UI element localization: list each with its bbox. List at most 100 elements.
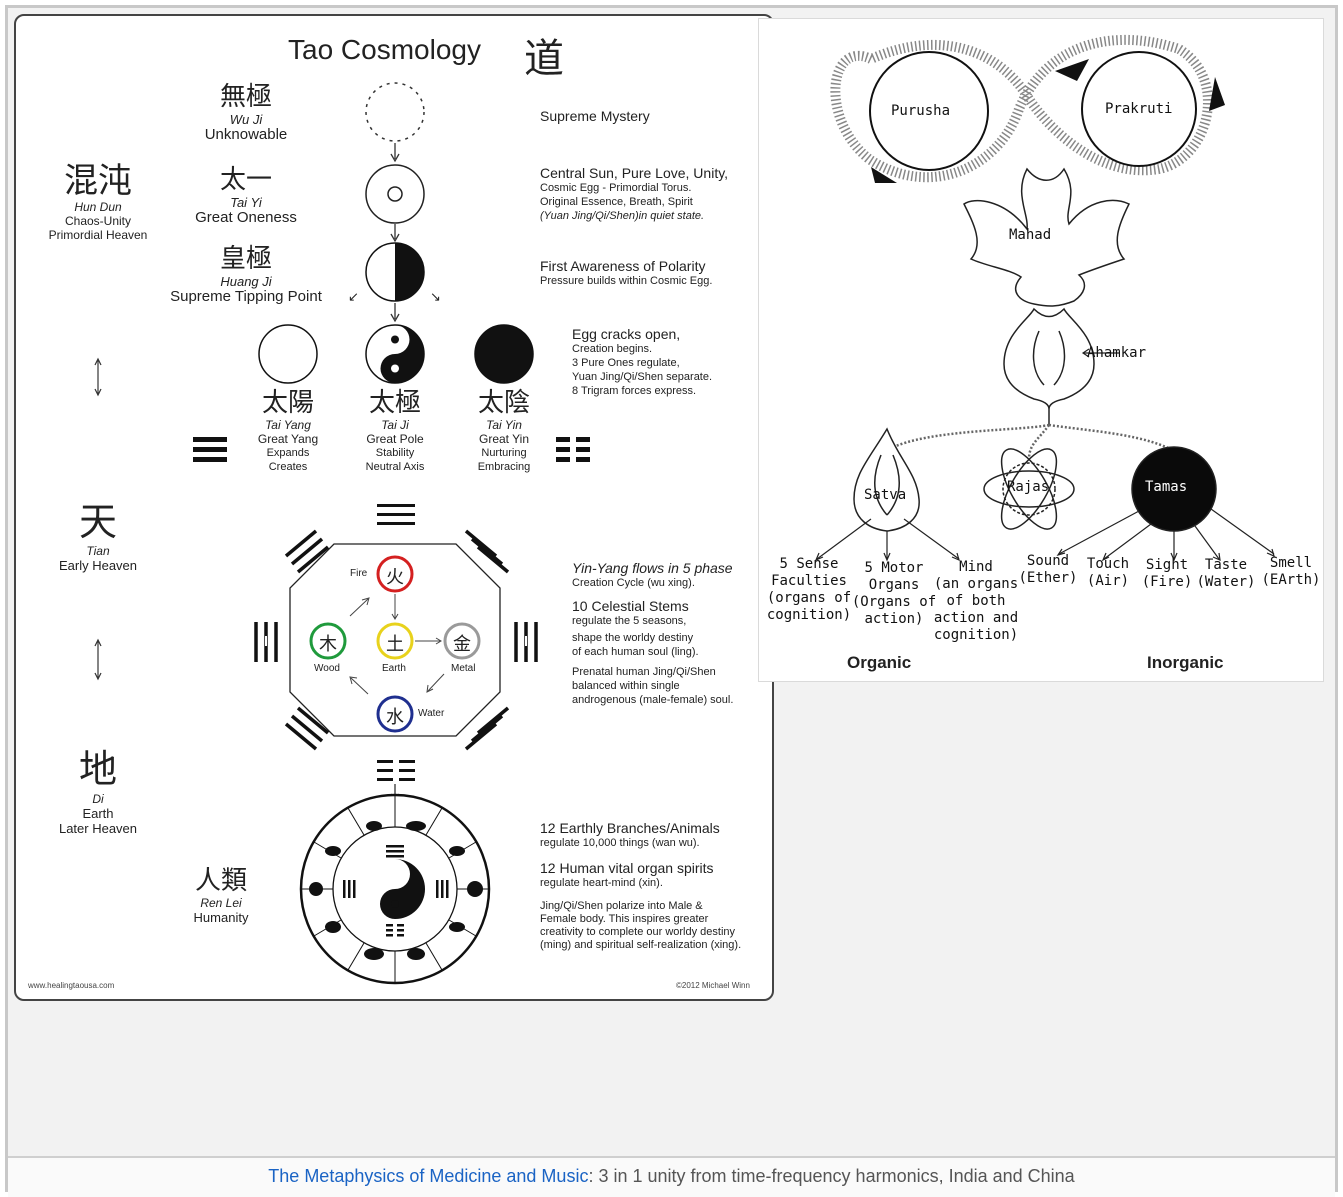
ahamkar-label: Ahamkar bbox=[1087, 345, 1147, 361]
water-zh: 水 bbox=[386, 707, 404, 728]
mind-line: (an organs bbox=[933, 576, 1019, 592]
huangji-zh: 皇極 bbox=[219, 244, 272, 274]
taiyin-l3: Embracing bbox=[477, 461, 531, 473]
three-desc-line: 8 Trigram forces express. bbox=[572, 385, 697, 397]
title-char: 道 bbox=[524, 36, 564, 82]
wheel-desc1-sub: regulate 10,000 things (wan wu). bbox=[540, 837, 700, 849]
taiji-l1: Great Pole bbox=[366, 432, 424, 446]
wuxing-desc2-line: shape the worldy destiny bbox=[572, 632, 694, 644]
huangji-desc-line: Pressure builds within Cosmic Egg. bbox=[540, 275, 713, 287]
ahamkar-bud bbox=[1003, 307, 1095, 410]
tao-graphics: ↙ ↘ bbox=[94, 82, 590, 985]
rajas-label: Rajas bbox=[1007, 479, 1050, 495]
taiyin-circle bbox=[474, 324, 534, 384]
motor-line: Organs bbox=[868, 577, 920, 593]
sight-line: Sight bbox=[1145, 557, 1189, 573]
smell-line: (EArth) bbox=[1261, 572, 1321, 588]
wuxing-desc1-title: Yin-Yang flows in 5 phase bbox=[572, 560, 733, 576]
wheel-desc3-line: Jing/Qi/Shen polarize into Male & bbox=[540, 900, 703, 912]
footer-copyright: ©2012 Michael Winn bbox=[676, 981, 750, 990]
fire-label: Fire bbox=[350, 568, 368, 579]
taiyang-zh: 太陽 bbox=[261, 388, 314, 418]
taiji-pinyin: Tai Ji bbox=[381, 418, 409, 432]
earth-zh: 土 bbox=[386, 634, 404, 655]
metal-zh: 金 bbox=[453, 634, 471, 655]
three-desc-line: 3 Pure Ones regulate, bbox=[572, 357, 680, 369]
renlei-zh: 人類 bbox=[194, 866, 247, 896]
motor-line: (Organs of bbox=[851, 594, 937, 610]
metal-circle bbox=[443, 622, 481, 660]
wuxing-desc2-title: 10 Celestial Stems bbox=[572, 598, 689, 614]
taiyang-l1: Great Yang bbox=[257, 432, 319, 446]
smell-line: Smell bbox=[1269, 555, 1313, 571]
fire-circle bbox=[376, 555, 414, 593]
mahad-label: Mahad bbox=[1009, 227, 1052, 243]
wheel-desc3-line: creativity to complete our worldy destin… bbox=[540, 926, 736, 938]
taiyi-desc-line: Original Essence, Breath, Spirit bbox=[540, 196, 693, 208]
wuxing-desc3-line: androgenous (male-female) soul. bbox=[572, 694, 734, 706]
purusha-label: Purusha bbox=[891, 103, 951, 119]
prakruti-label: Prakruti bbox=[1105, 101, 1173, 117]
three-desc-title: Egg cracks open, bbox=[572, 326, 681, 342]
hundun-zh: 混沌 bbox=[64, 161, 132, 201]
sankhya-graphics bbox=[814, 34, 1275, 562]
wuxing-desc2-line: regulate the 5 seasons, bbox=[572, 615, 687, 627]
taiji-symbol bbox=[365, 324, 425, 384]
taiyi-en: Great Oneness bbox=[195, 209, 297, 226]
wheel-desc3-line: (ming) and spiritual self-realization (x… bbox=[540, 939, 742, 951]
octagon bbox=[289, 543, 501, 737]
wuxing-desc3-line: Prenatal human Jing/Qi/Shen bbox=[572, 666, 716, 678]
hundun-pinyin: Hun Dun bbox=[74, 200, 122, 214]
di-l2: Later Heaven bbox=[58, 821, 138, 836]
sankhya-diagram: Purusha Prakruti Mahad Ahamkar Satva Raj… bbox=[758, 18, 1324, 682]
tamas-label: Tamas bbox=[1145, 479, 1188, 495]
sound-line: Sound bbox=[1026, 553, 1070, 569]
renlei-pinyin: Ren Lei bbox=[200, 896, 242, 910]
motor-line: 5 Motor bbox=[864, 560, 924, 576]
mind-line: Mind bbox=[959, 559, 993, 575]
taiyin-l1: Great Yin bbox=[478, 432, 530, 446]
di-l1: Earth bbox=[82, 806, 114, 821]
fire-zh: 火 bbox=[386, 567, 404, 588]
wheel-desc2-title: 12 Human vital organ spirits bbox=[540, 860, 714, 876]
wood-zh: 木 bbox=[319, 634, 337, 655]
hundun-l2: Primordial Heaven bbox=[48, 228, 148, 242]
wuji-en: Unknowable bbox=[204, 126, 288, 143]
svg-text:↘: ↘ bbox=[430, 289, 441, 304]
taiyi-pinyin: Tai Yi bbox=[230, 195, 262, 210]
tian-l1: Early Heaven bbox=[58, 558, 138, 573]
wuji-zh: 無極 bbox=[219, 82, 272, 112]
taiyang-circle bbox=[258, 324, 318, 384]
earth-circle bbox=[376, 622, 414, 660]
huangji-desc-title: First Awareness of Polarity bbox=[540, 258, 706, 274]
organic-label: Organic bbox=[847, 653, 912, 672]
touch-line: (Air) bbox=[1086, 573, 1130, 589]
tian-pinyin: Tian bbox=[86, 544, 110, 558]
hundun-l1: Chaos-Unity bbox=[64, 214, 132, 228]
taiyang-pinyin: Tai Yang bbox=[265, 418, 311, 432]
satva-label: Satva bbox=[864, 487, 907, 503]
taiji-l3: Neutral Axis bbox=[365, 461, 425, 473]
taiyang-l3: Creates bbox=[268, 461, 308, 473]
wheel-desc2-sub: regulate heart-mind (xin). bbox=[540, 877, 663, 889]
di-zh: 地 bbox=[78, 747, 117, 791]
wheel-desc1-title: 12 Earthly Branches/Animals bbox=[540, 820, 720, 836]
huangji-en: Supreme Tipping Point bbox=[170, 288, 322, 305]
svg-text:↙: ↙ bbox=[348, 289, 359, 304]
prakruti-circle bbox=[1081, 51, 1197, 167]
sense-line: cognition) bbox=[766, 607, 852, 623]
taiji-zh: 太極 bbox=[368, 388, 421, 418]
wheel-desc3-line: Female body. This inspires greater bbox=[540, 913, 709, 925]
taiyin-pinyin: Tai Yin bbox=[486, 418, 522, 432]
mind-line: cognition) bbox=[933, 627, 1019, 643]
caption: The Metaphysics of Medicine and Music: 3… bbox=[8, 1166, 1335, 1187]
mahad-lotus bbox=[963, 167, 1131, 307]
wood-label: Wood bbox=[314, 663, 340, 674]
earth-label: Earth bbox=[382, 663, 406, 674]
sound-line: (Ether) bbox=[1018, 570, 1078, 586]
taiyin-l2: Nurturing bbox=[481, 447, 527, 459]
taiyi-circle bbox=[365, 164, 425, 224]
mind-line: of both bbox=[946, 593, 1006, 609]
caption-link[interactable]: The Metaphysics of Medicine and Music bbox=[268, 1166, 589, 1186]
taiyang-l2: Expands bbox=[266, 447, 310, 459]
